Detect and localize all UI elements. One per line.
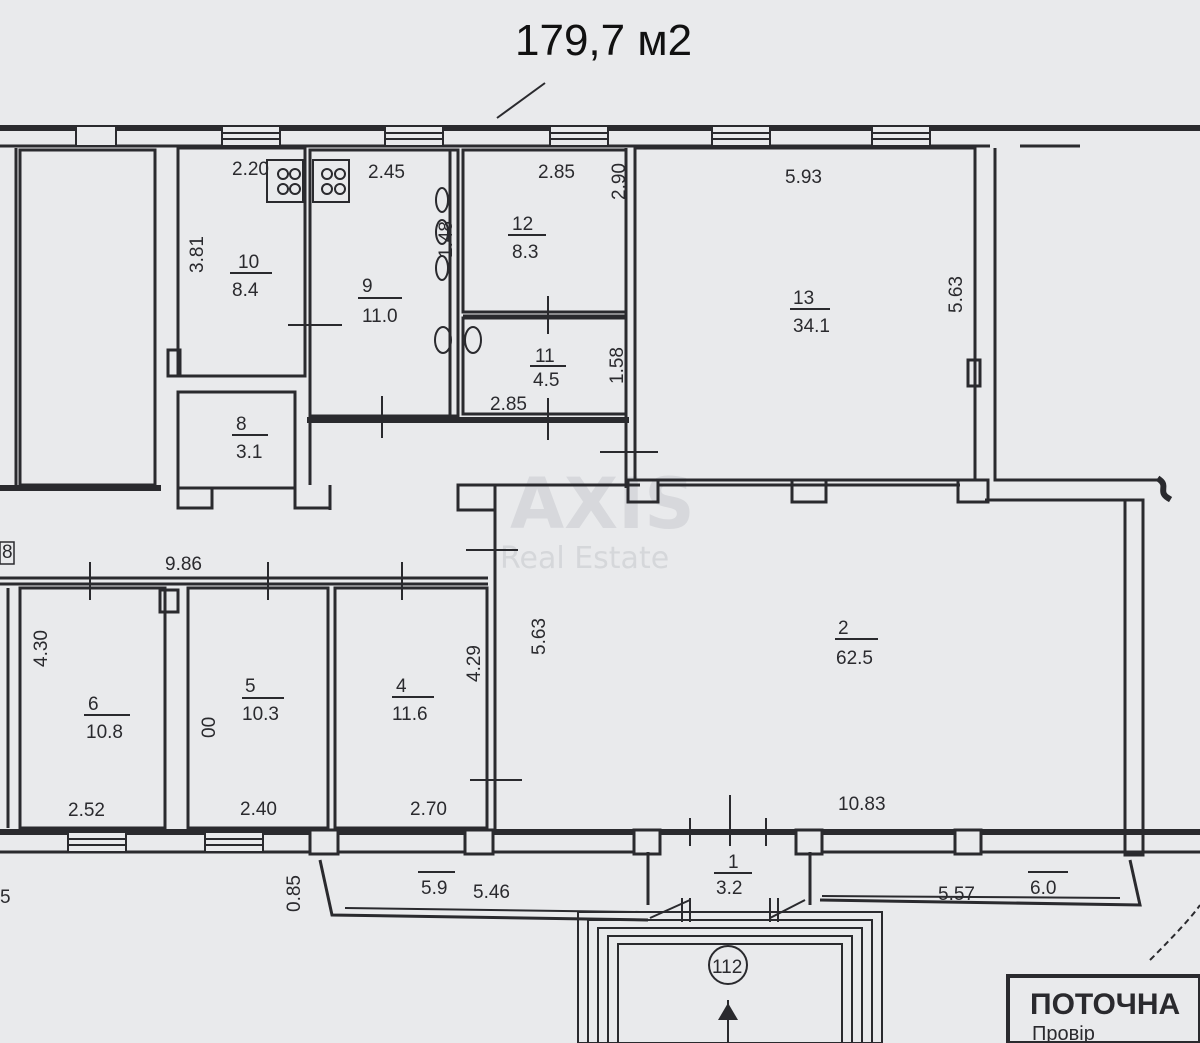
room-6-id: 6	[88, 694, 99, 715]
room-5-area: 10.3	[242, 704, 279, 725]
room-2-id: 2	[838, 618, 849, 639]
dim-2-85-bottom: 2.85	[490, 394, 527, 415]
outer-bottom-wall	[0, 795, 1200, 856]
dim-3-81: 3.81	[187, 236, 208, 273]
room-1-id: 1	[728, 852, 739, 873]
total-area-leader	[496, 82, 546, 119]
room-13-id: 13	[793, 288, 814, 309]
room-11-area: 4.5	[533, 370, 559, 391]
room-5	[186, 586, 330, 830]
room-9-id: 9	[362, 276, 373, 297]
dim-10-83: 10.83	[838, 794, 886, 815]
room-12-id: 12	[512, 214, 533, 235]
room-6	[6, 586, 180, 830]
dim-2-45: 2.45	[368, 162, 405, 183]
front-terrace	[318, 859, 1142, 1043]
dim-0-85: 0.85	[284, 875, 305, 912]
dim-9-86: 9.86	[165, 554, 202, 575]
dim-2-20: 2.20	[232, 159, 269, 180]
entrance-number: 112	[712, 957, 742, 978]
room-2	[456, 478, 1145, 857]
room-6-area: 10.8	[86, 722, 123, 743]
room-4	[333, 586, 489, 830]
room-1-area: 3.2	[716, 878, 742, 899]
room-10-area: 8.4	[232, 280, 259, 301]
corridor-walls	[307, 148, 658, 510]
room-8	[176, 390, 332, 510]
dim-2-85-top: 2.85	[538, 162, 575, 183]
room-2-area: 62.5	[836, 648, 873, 669]
dim-5-93: 5.93	[785, 167, 822, 188]
dim-8-edge: 8	[2, 542, 13, 563]
dim-00: 00	[199, 717, 220, 738]
dimension-labels: 2.20 2.45 2.85 2.90 5.93 3.81 1.48 5.63 …	[0, 159, 1068, 912]
dim-6-0: 6.0	[1030, 878, 1056, 899]
room-13	[633, 146, 982, 482]
dim-1-48: 1.48	[436, 221, 457, 258]
toilet-icon	[464, 326, 482, 354]
room-5-id: 5	[245, 676, 256, 697]
stove-icon	[266, 159, 304, 203]
room-8-id: 8	[236, 414, 247, 435]
sink-icon	[434, 187, 452, 354]
corridor-9-86	[0, 562, 488, 600]
dim-4-29: 4.29	[464, 645, 485, 682]
watermark-tagline: Real Estate	[500, 541, 669, 576]
top-windows	[75, 125, 931, 147]
dim-5-46: 5.46	[473, 882, 510, 903]
room-12-area: 8.3	[512, 242, 538, 263]
dim-2-90: 2.90	[609, 163, 630, 200]
adjacent-left-rooms	[0, 148, 161, 491]
room-9-area: 11.0	[362, 306, 398, 327]
room-1	[646, 852, 812, 922]
room-4-id: 4	[396, 676, 407, 697]
dim-4-30: 4.30	[31, 630, 52, 667]
room-4-area: 11.6	[392, 704, 428, 725]
room-10-id: 10	[238, 252, 259, 273]
dim-5-57: 5.57	[938, 884, 975, 905]
dim-5-edge: 5	[0, 887, 11, 908]
dim-2-40: 2.40	[240, 799, 277, 820]
adjacent-right-area	[993, 148, 1173, 503]
dim-5-63-right: 5.63	[946, 276, 967, 313]
dim-5-9: 5.9	[421, 878, 447, 899]
dim-2-70: 2.70	[410, 799, 447, 820]
dim-5-63-left: 5.63	[529, 618, 550, 655]
dim-2-52: 2.52	[68, 800, 105, 821]
room-13-area: 34.1	[793, 316, 830, 337]
entrance-marker	[708, 945, 748, 985]
stove-icon-2	[312, 159, 350, 203]
watermark-brand: AXIS	[510, 463, 695, 545]
dim-1-58: 1.58	[607, 347, 628, 384]
room-11-id: 11	[535, 346, 555, 367]
stamp-line1: ПОТОЧНА	[1030, 988, 1180, 1021]
room-8-area: 3.1	[236, 442, 262, 463]
room-10	[166, 146, 342, 378]
bti-stamp: ПОТОЧНА Провір	[1006, 904, 1200, 1043]
room-labels: 10 8.4 9 11.0 12 8.3 11 4.5 13 34.1 8 3.…	[84, 214, 878, 978]
stamp-line2: Провір	[1032, 1023, 1095, 1043]
total-area-label: 179,7 м2	[515, 16, 692, 65]
room-9	[308, 148, 460, 438]
